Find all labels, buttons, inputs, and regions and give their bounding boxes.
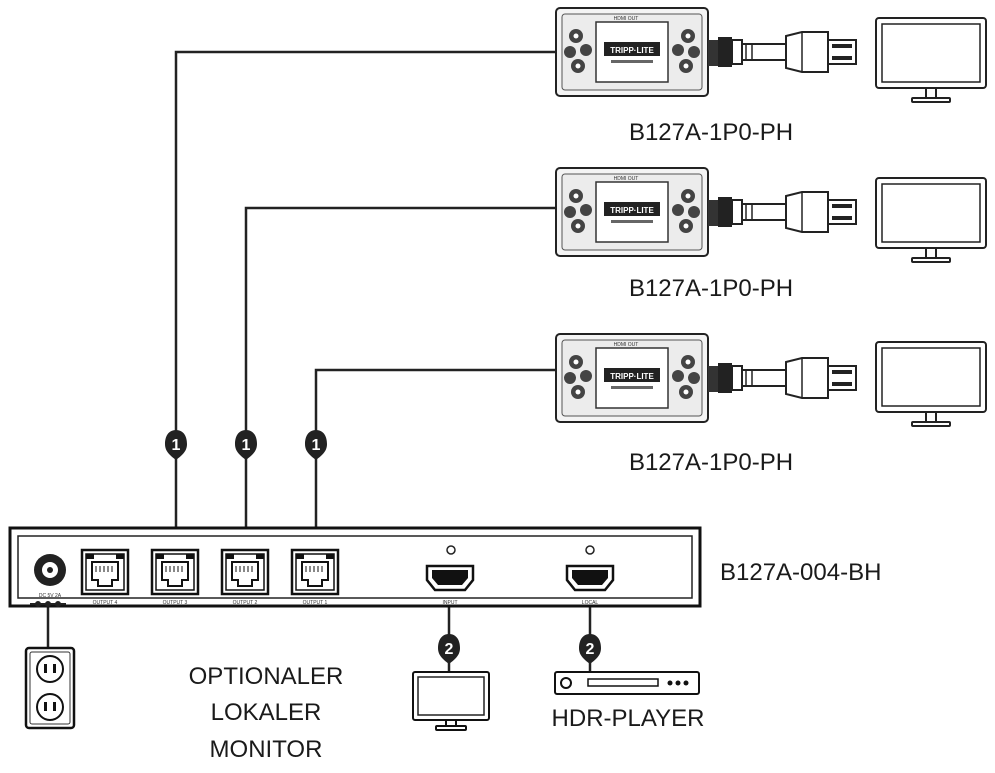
receiver-3-logo: TRIPP·LITE — [610, 372, 654, 381]
hdmi-port-label-input: INPUT — [443, 600, 458, 606]
rj45-port-icon — [290, 548, 340, 596]
port-label-output-2: OUTPUT 2 — [233, 600, 258, 606]
marker-cat-cable-2: 1 — [235, 430, 257, 460]
transmitter-unit: DC 5V 2A OUTPUT 4 OUTPUT 3 OUTPUT 2 OUTP… — [8, 526, 702, 608]
receiver-1-label: B127A-1P0-PH — [629, 119, 793, 146]
led-input — [446, 545, 456, 555]
svg-text:2: 2 — [445, 641, 454, 658]
power-port-label: DC 5V 2A — [39, 593, 62, 599]
hdmi-port-label-local: LOCAL — [582, 600, 599, 606]
cat-cable-output-1 — [314, 368, 556, 558]
led-local — [585, 545, 595, 555]
svg-text:MONITOR: MONITOR — [210, 736, 323, 763]
svg-text:OPTIONALER: OPTIONALER — [189, 663, 344, 690]
local-monitor-label: OPTIONALER LOKALER MONITOR — [189, 663, 344, 763]
receiver-2-label: B127A-1P0-PH — [629, 275, 793, 302]
power-outlet-icon — [24, 646, 76, 730]
port-label-output-1: OUTPUT 1 — [303, 600, 328, 606]
monitor-icon — [875, 341, 987, 427]
rj45-port-icon — [220, 548, 270, 596]
port-label-output-4: OUTPUT 4 — [93, 600, 118, 606]
receiver-2-caption: HDMI OUT — [614, 176, 639, 182]
monitor-icon — [875, 17, 987, 103]
receiver-1-logo: TRIPP·LITE — [610, 46, 654, 55]
svg-text:LOKALER: LOKALER — [211, 699, 322, 726]
receiver-unit-1: HDMI OUT TRIPP·LITE — [555, 7, 719, 97]
rj45-port-icon — [80, 548, 130, 596]
svg-text:1: 1 — [242, 437, 251, 454]
hdmi-port-icon — [565, 564, 615, 592]
marker-cat-cable-3: 1 — [305, 430, 327, 460]
power-plug-icon — [30, 601, 66, 607]
svg-text:1: 1 — [172, 437, 181, 454]
receiver-3-caption: HDMI OUT — [614, 342, 639, 348]
marker-cat-cable-1: 1 — [165, 430, 187, 460]
receiver-1-caption: HDMI OUT — [614, 16, 639, 22]
receiver-3-label: B127A-1P0-PH — [629, 449, 793, 476]
rj45-port-icon — [150, 548, 200, 596]
monitor-icon — [412, 671, 490, 731]
svg-text:2: 2 — [586, 641, 595, 658]
receiver-unit-3: HDMI OUT TRIPP·LITE — [555, 333, 719, 423]
power-jack-icon — [34, 554, 66, 586]
hdmi-port-icon — [425, 564, 475, 592]
media-player-icon — [554, 671, 700, 695]
hdmi-plug-icon — [717, 357, 857, 399]
cat-cable-output-3 — [174, 50, 556, 558]
cat-cable-output-2 — [244, 206, 556, 558]
marker-hdmi-cable-input: 2 — [438, 634, 460, 664]
receiver-2-logo: TRIPP·LITE — [610, 206, 654, 215]
marker-hdmi-cable-local: 2 — [579, 634, 601, 664]
transmitter-label: B127A-004-BH — [720, 559, 881, 586]
port-label-output-3: OUTPUT 3 — [163, 600, 188, 606]
hdmi-plug-icon — [717, 31, 857, 73]
player-label: HDR-PLAYER — [552, 705, 705, 732]
receiver-unit-2: HDMI OUT TRIPP·LITE — [555, 167, 719, 257]
cat-cables — [174, 50, 556, 558]
svg-text:1: 1 — [312, 437, 321, 454]
hdmi-plug-icon — [717, 191, 857, 233]
monitor-icon — [875, 177, 987, 263]
